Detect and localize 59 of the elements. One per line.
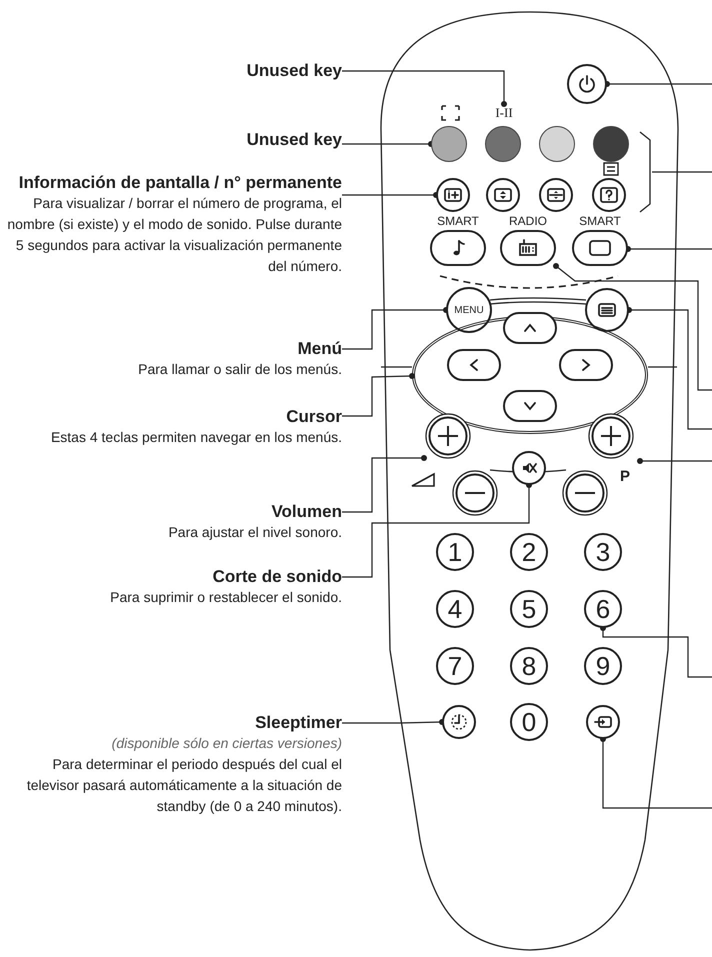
button-label: RADIO (508, 214, 548, 228)
number-key: 6 (584, 590, 622, 628)
leader-line (342, 482, 532, 578)
input-button (586, 705, 620, 739)
mute-button (512, 451, 546, 485)
callout-heading: Volumen (270, 501, 342, 522)
number-key: 5 (510, 590, 548, 628)
button-label: P (620, 468, 630, 485)
help-button (592, 178, 626, 212)
format-button (539, 178, 573, 212)
up-key (503, 312, 557, 344)
callout-text: Para suprimir o restablecer el sonido. (109, 588, 342, 607)
right-key (559, 349, 613, 381)
leader-line (625, 246, 712, 252)
button-label: SMART (578, 214, 622, 228)
format-button (486, 178, 520, 212)
teletext-button (585, 288, 629, 332)
callout-heading: Corte de sonido (212, 566, 342, 587)
leader-line (652, 171, 712, 173)
leader-line (637, 458, 712, 464)
color-key (431, 126, 467, 162)
button-label: SMART (436, 214, 480, 228)
menu-button: MENU (446, 287, 492, 333)
number-key: 3 (584, 533, 622, 571)
number-key: 4 (436, 590, 474, 628)
callout-note: (disponible sólo en ciertas versiones) (110, 734, 342, 753)
callout-text: Para llamar o salir de los menús. (137, 360, 342, 379)
leader-line (553, 263, 712, 391)
key-label: I-II (490, 104, 518, 121)
callout-text: Para determinar el periodo después del cual el televisor pasará automáticamente a la situación de standby (de 0 a 240 minutos). (26, 755, 342, 816)
number-key: 2 (510, 533, 548, 571)
number-key: 8 (510, 647, 548, 685)
callout-text: Para ajustar el nivel sonoro. (167, 523, 342, 542)
left-key (447, 349, 501, 381)
bracket (638, 130, 652, 214)
power-button (567, 64, 607, 104)
down-key (503, 390, 557, 422)
callout-heading: Unused key (246, 129, 342, 150)
number-key: 1 (436, 533, 474, 571)
leader-line (600, 625, 712, 678)
color-key (485, 126, 521, 162)
callout-heading: Cursor (285, 406, 342, 427)
sleep-button (442, 705, 476, 739)
callout-heading: Información de pantalla / n° permanente (18, 172, 342, 193)
leader-line (600, 736, 712, 809)
callout-heading: Unused key (246, 60, 342, 81)
leader-line (342, 70, 507, 107)
callout-text: Para visualizar / borrar el número de programa, el nombre (si existe) y el modo de sonido. Pulse durante 5 segundos para activar la visualización permanente del número. (6, 194, 342, 276)
callout-text: Estas 4 teclas permiten navegar en los menús. (50, 428, 342, 447)
leader-line (342, 373, 415, 417)
callout-heading: Menú (296, 338, 342, 359)
number-key: 0 (510, 703, 548, 741)
callout-heading: Sleeptimer (254, 712, 342, 733)
color-key (539, 126, 575, 162)
leader-line (342, 455, 427, 513)
color-key (593, 126, 629, 162)
number-key: 7 (436, 647, 474, 685)
info-button (436, 178, 470, 212)
number-key: 9 (584, 647, 622, 685)
